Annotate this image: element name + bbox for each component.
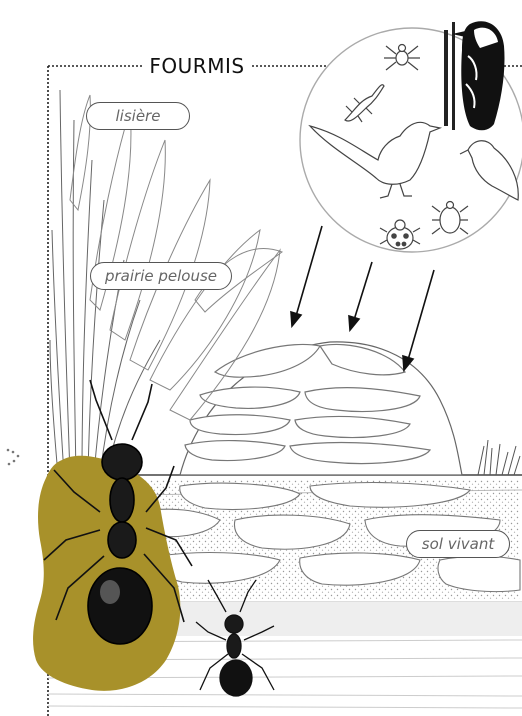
label-meadow: prairie pelouse <box>90 262 232 290</box>
label-soil: sol vivant <box>406 530 510 558</box>
anthill-mound <box>180 342 462 475</box>
label-edge-text: lisière <box>116 107 161 125</box>
label-meadow-text: prairie pelouse <box>105 267 217 285</box>
woodpecker-icon <box>444 21 505 130</box>
edge-marker <box>7 449 20 466</box>
label-soil-text: sol vivant <box>422 535 494 553</box>
label-edge: lisière <box>86 102 190 130</box>
grass-tuft <box>478 440 520 475</box>
page-title: FOURMIS <box>142 51 252 81</box>
